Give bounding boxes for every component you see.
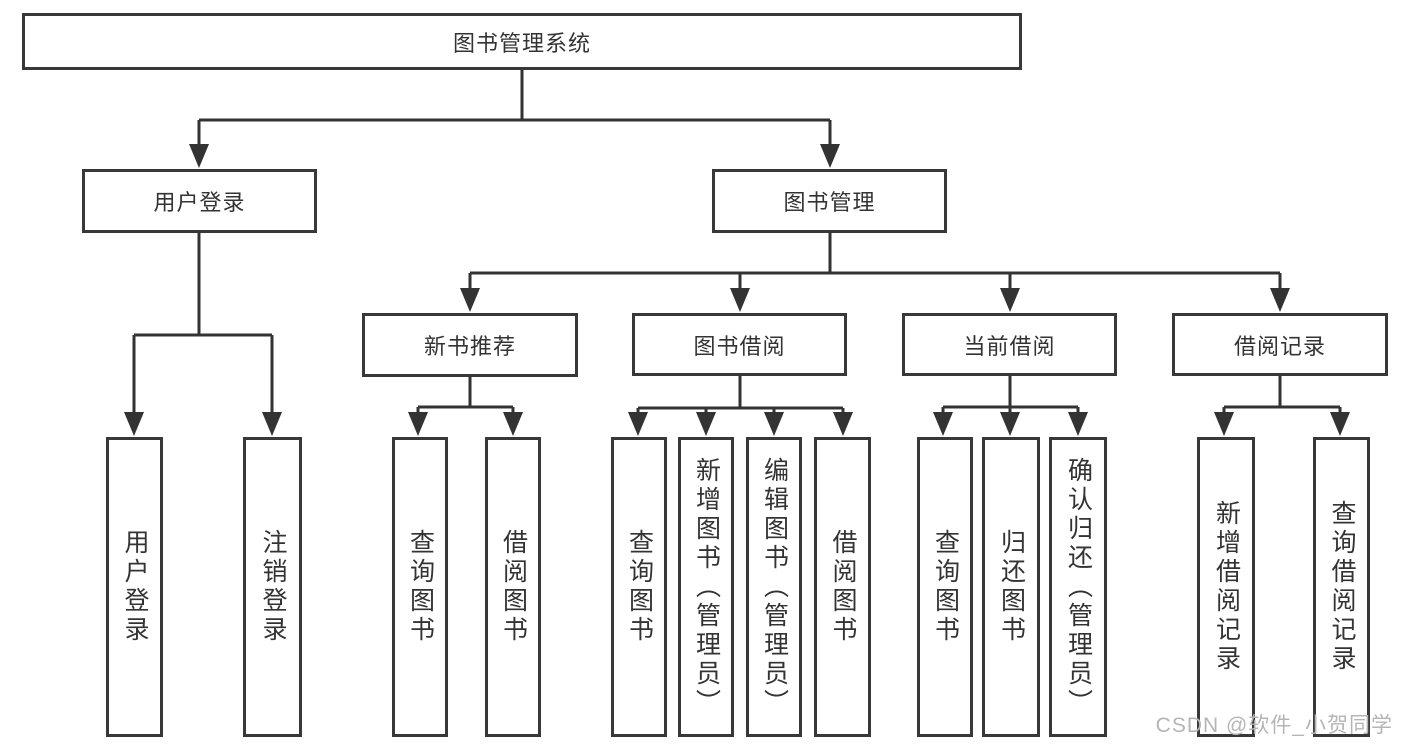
node-book-management: 图书管理 (712, 169, 947, 233)
node-leaf-add-book-admin: 新增图书（管理员） (678, 437, 734, 737)
node-leaf-query-borrow-record: 查询借阅记录 (1313, 437, 1370, 737)
node-leaf-edit-book-admin: 编辑图书（管理员） (746, 437, 802, 737)
node-root-system: 图书管理系统 (22, 13, 1022, 70)
node-leaf-logout: 注销登录 (243, 437, 302, 737)
node-user-login: 用户登录 (82, 169, 317, 233)
node-book-borrow: 图书借阅 (632, 313, 847, 376)
node-leaf-query-books-current: 查询图书 (917, 437, 973, 737)
node-new-book-recommend: 新书推荐 (362, 313, 578, 377)
arrowheads (124, 144, 1350, 436)
node-leaf-borrow-books-recommend: 借阅图书 (485, 437, 541, 737)
node-leaf-confirm-return-admin: 确认归还（管理员） (1049, 437, 1107, 737)
node-borrow-records: 借阅记录 (1172, 313, 1388, 376)
node-leaf-add-borrow-record: 新增借阅记录 (1197, 437, 1255, 737)
node-leaf-borrow-books: 借阅图书 (814, 437, 871, 737)
node-leaf-return-books: 归还图书 (982, 437, 1040, 737)
node-leaf-query-books-recommend: 查询图书 (392, 437, 448, 737)
node-leaf-user-login: 用户登录 (106, 437, 163, 737)
node-current-borrow: 当前借阅 (902, 313, 1117, 376)
node-leaf-query-books-borrow: 查询图书 (611, 437, 667, 737)
csdn-watermark: CSDN @软件_小贺同学 (1155, 714, 1393, 737)
